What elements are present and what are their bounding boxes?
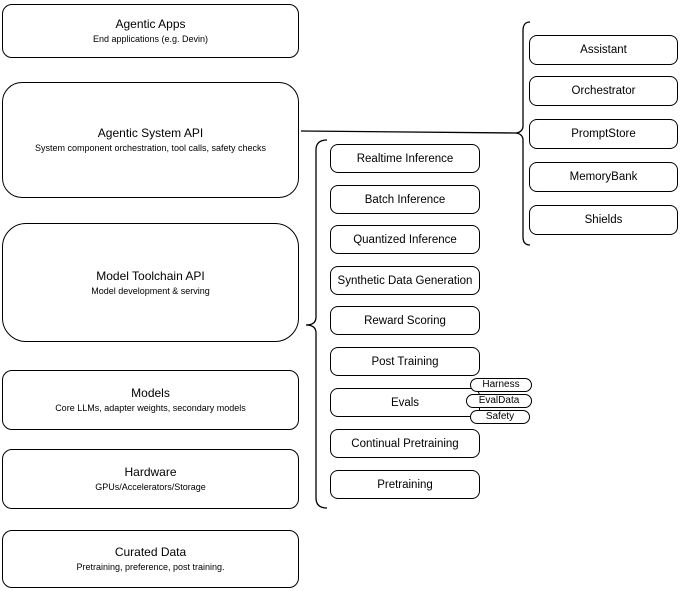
node-orchestrator: Orchestrator (529, 76, 678, 106)
node-models: Models Core LLMs, adapter weights, secon… (2, 370, 299, 430)
system-group-brace (514, 21, 531, 246)
node-post-training: Post Training (330, 347, 480, 376)
node-memorybank: MemoryBank (529, 162, 678, 192)
node-evals: Evals (330, 388, 480, 417)
node-subtitle: System component orchestration, tool cal… (34, 143, 267, 153)
node-title: Agentic Apps (115, 17, 186, 31)
toolchain-group-brace (305, 139, 328, 509)
node-assistant: Assistant (529, 35, 678, 65)
tag-harness: Harness (470, 378, 532, 392)
api-to-system-connector (300, 130, 516, 134)
node-agentic-apps: Agentic Apps End applications (e.g. Devi… (2, 4, 299, 58)
node-curated-data: Curated Data Pretraining, preference, po… (2, 530, 299, 588)
node-title: Hardware (124, 465, 177, 479)
node-shields: Shields (529, 205, 678, 235)
node-subtitle: Model development & serving (91, 285, 210, 296)
node-title: Model Toolchain API (96, 268, 205, 283)
node-subtitle: Core LLMs, adapter weights, secondary mo… (55, 403, 246, 413)
node-promptstore: PromptStore (529, 119, 678, 149)
node-continual-pretraining: Continual Pretraining (330, 429, 480, 458)
node-subtitle: Pretraining, preference, post training. (76, 562, 225, 572)
node-batch-inference: Batch Inference (330, 185, 480, 214)
node-pretraining: Pretraining (330, 470, 480, 499)
node-subtitle: GPUs/Accelerators/Storage (95, 482, 206, 492)
tag-evaldata: EvalData (466, 394, 532, 408)
node-title: Curated Data (114, 545, 187, 559)
node-reward-scoring: Reward Scoring (330, 306, 480, 335)
node-hardware: Hardware GPUs/Accelerators/Storage (2, 449, 299, 509)
node-title: Models (131, 386, 170, 400)
node-subtitle: End applications (e.g. Devin) (92, 34, 209, 44)
node-title: Agentic System API (97, 126, 204, 140)
node-synthetic-data-generation: Synthetic Data Generation (330, 266, 480, 295)
node-realtime-inference: Realtime Inference (330, 144, 480, 173)
tag-safety: Safety (470, 410, 530, 424)
node-quantized-inference: Quantized Inference (330, 225, 480, 254)
node-model-toolchain-api: Model Toolchain API Model development & … (2, 223, 299, 342)
node-agentic-system-api: Agentic System API System component orch… (2, 82, 299, 198)
